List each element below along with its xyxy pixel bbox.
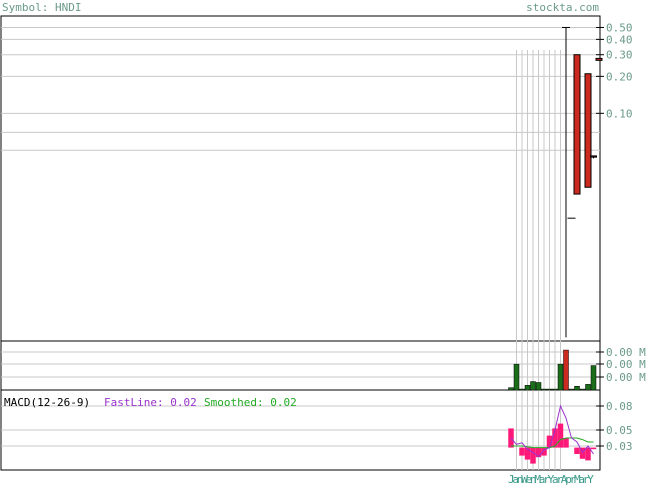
- x-axis-label: p: [565, 473, 572, 486]
- x-axis-label: r: [543, 473, 550, 486]
- macd-histogram-bar: [574, 447, 580, 454]
- macd-smooth-label: Smoothed: 0.02: [204, 396, 297, 409]
- volume-bar: [574, 385, 580, 391]
- volume-bar: [568, 388, 575, 391]
- x-axis-label: n: [517, 473, 524, 486]
- price-tick-label: 0.40: [606, 33, 633, 46]
- macd-histogram-bar: [585, 447, 591, 461]
- price-tick-label: 0.30: [606, 49, 633, 62]
- volume-gridlines: [1, 351, 600, 378]
- volume-bar: [535, 382, 542, 391]
- volume-bar: [557, 363, 564, 391]
- vertical-gridlines: [516, 50, 561, 470]
- macd-fast-line: [510, 404, 594, 458]
- volume-bar: [579, 388, 586, 391]
- volume-bar: [590, 365, 597, 391]
- x-axis-label: a: [512, 473, 519, 486]
- x-axis-label: r: [570, 473, 577, 486]
- x-axis-label: a: [552, 473, 559, 486]
- candle-body: [590, 155, 597, 158]
- x-axis-label: A: [561, 473, 568, 486]
- macd-histogram-bar: [519, 447, 525, 456]
- x-axis-label: e: [526, 473, 533, 486]
- volume-bar: [546, 388, 553, 391]
- volume-bar: [541, 388, 547, 391]
- brand-label: stockta.com: [526, 1, 599, 14]
- macd-tick-label: 0.08: [606, 400, 633, 413]
- symbol-label: Symbol: HNDI: [2, 1, 81, 14]
- macd-tick-label: 0.05: [606, 424, 633, 437]
- x-axis-label: M: [574, 473, 581, 486]
- macd-histogram-bar: [546, 435, 553, 448]
- macd-histogram-bar: [579, 447, 586, 459]
- x-axis-label: W: [521, 473, 528, 486]
- x-axis-label: J: [508, 473, 515, 486]
- macd-histogram-bar: [541, 447, 547, 456]
- x-axis-label: r: [583, 473, 590, 486]
- candle-body: [584, 73, 592, 188]
- volume-bar: [552, 388, 558, 391]
- price-tick-label: 0.10: [606, 107, 633, 120]
- macd-title: MACD(12-26-9): [4, 396, 90, 409]
- macd-axis: 0.08 0.05 0.03: [596, 400, 633, 453]
- macd-gridlines: [1, 405, 600, 447]
- macd-histogram-bar: [557, 423, 564, 448]
- macd-tick-label: 0.03: [606, 440, 633, 453]
- x-axis-label: Y: [548, 473, 555, 486]
- x-axis-label: a: [578, 473, 585, 486]
- x-axis-label: a: [539, 473, 546, 486]
- macd-histogram-bar: [590, 447, 597, 450]
- macd-fast-label: FastLine: 0.02: [104, 396, 197, 409]
- volume-tick-label: 0.00 M: [606, 371, 646, 384]
- volume-bar: [519, 388, 525, 391]
- x-axis-label: M: [534, 473, 541, 486]
- price-panel-frame: [0, 15, 601, 342]
- volume-tick-label: 0.00 M: [606, 358, 646, 371]
- candle-body: [573, 54, 581, 195]
- x-axis-label: n: [530, 473, 537, 486]
- macd-histogram-bar: [530, 447, 536, 464]
- volume-axis: 0.00 M0.00 M0.00 M: [596, 346, 646, 384]
- volume-tick-label: 0.00 M: [606, 346, 646, 359]
- price-gridlines: [1, 26, 600, 151]
- candle-body: [595, 57, 603, 61]
- candles: [562, 26, 603, 338]
- macd-histogram-bar: [563, 438, 569, 448]
- volume-bar: [508, 387, 514, 391]
- volume-bar: [530, 381, 536, 391]
- x-axis-label: r: [556, 473, 563, 486]
- volume-bar: [585, 384, 591, 391]
- price-tick-label: 0.50: [606, 21, 633, 34]
- macd-histogram-bar: [535, 447, 542, 458]
- volume-bars: [508, 349, 597, 391]
- volume-bar: [513, 363, 520, 391]
- macd-histogram-bar: [552, 428, 558, 448]
- volume-bar: [563, 349, 569, 391]
- price-tick-label: 0.20: [606, 70, 633, 83]
- x-axis-label: Y: [587, 473, 594, 486]
- macd-histogram-bar: [524, 447, 531, 460]
- price-axis: 0.500.40 0.30 0.20 0.10: [596, 21, 633, 120]
- volume-bar: [524, 385, 531, 391]
- volume-panel-frame: [0, 340, 601, 391]
- macd-lines: [510, 404, 594, 458]
